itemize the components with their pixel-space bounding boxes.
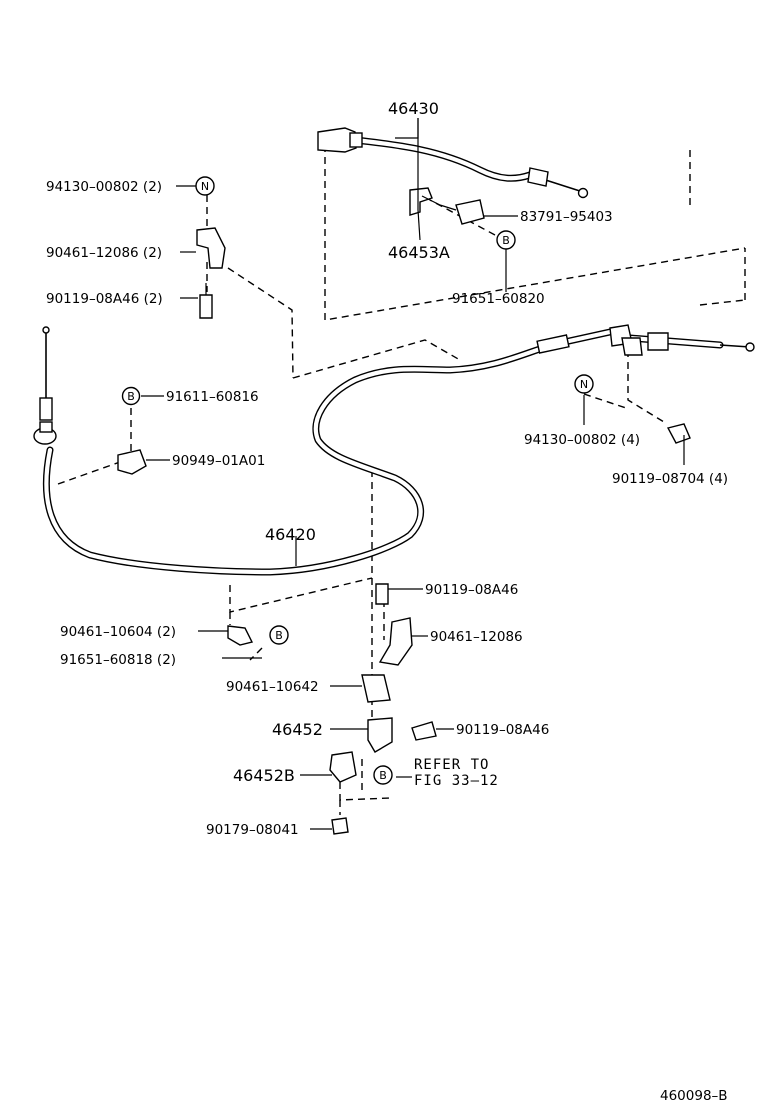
label-46452: 46452 bbox=[272, 720, 323, 739]
label-91611-60816: 91611–60816 bbox=[166, 389, 259, 405]
bracket-46453a bbox=[409, 187, 441, 216]
upper-cable-46430 bbox=[317, 127, 589, 199]
label-91651-60818-2: 91651–60818 (2) bbox=[60, 652, 176, 668]
part-labels: 46430 46453A 83791–95403 91651–60820 941… bbox=[46, 99, 728, 1104]
label-90119-08704-4: 90119–08704 (4) bbox=[612, 471, 728, 487]
symbol-b-label: B bbox=[379, 769, 387, 782]
symbol-n-label: N bbox=[580, 378, 588, 391]
label-90461-10642: 90461–10642 bbox=[226, 679, 319, 695]
label-94130-00802-4: 94130–00802 (4) bbox=[524, 432, 640, 448]
symbol-b-refer: B bbox=[373, 765, 393, 785]
symbol-b-label: B bbox=[275, 629, 283, 642]
label-90179-08041: 90179–08041 bbox=[206, 822, 299, 838]
label-83791-95403: 83791–95403 bbox=[520, 209, 613, 225]
symbol-b-upper: B bbox=[496, 230, 516, 250]
symbol-n-right: N bbox=[574, 374, 594, 394]
label-90461-10604-2: 90461–10604 (2) bbox=[60, 624, 176, 640]
label-91651-60820: 91651–60820 bbox=[452, 291, 545, 307]
bracket-83791 bbox=[439, 199, 485, 225]
label-90949-01a01: 90949–01A01 bbox=[172, 453, 265, 469]
label-46420: 46420 bbox=[265, 525, 316, 544]
diagram-id: 460098–B bbox=[660, 1088, 728, 1104]
label-94130-00802-2: 94130–00802 (2) bbox=[46, 179, 162, 195]
leader-lines bbox=[141, 118, 685, 830]
label-90461-12086: 90461–12086 bbox=[430, 629, 523, 645]
symbol-b-label: B bbox=[127, 390, 135, 403]
label-46430: 46430 bbox=[388, 99, 439, 118]
symbol-b-91611: B bbox=[121, 386, 141, 406]
label-46452b: 46452B bbox=[233, 766, 295, 785]
label-90119-08a46-b: 90119–08A46 bbox=[456, 722, 549, 738]
label-90119-08a46-a: 90119–08A46 bbox=[425, 582, 518, 598]
label-46453a: 46453A bbox=[388, 243, 450, 262]
label-90461-12086-2: 90461–12086 (2) bbox=[46, 245, 162, 261]
symbol-b-label: B bbox=[502, 234, 510, 247]
symbol-n-label: N bbox=[201, 180, 209, 193]
label-refer-to: REFER TO bbox=[414, 757, 489, 773]
label-fig-33-12: FIG 33–12 bbox=[414, 773, 499, 789]
symbol-b-lower: B bbox=[269, 625, 289, 645]
fasteners bbox=[117, 227, 691, 835]
main-cable-46420 bbox=[33, 324, 755, 576]
label-90119-08a46-2: 90119–08A46 (2) bbox=[46, 291, 163, 307]
symbol-n-top: N bbox=[195, 176, 215, 196]
